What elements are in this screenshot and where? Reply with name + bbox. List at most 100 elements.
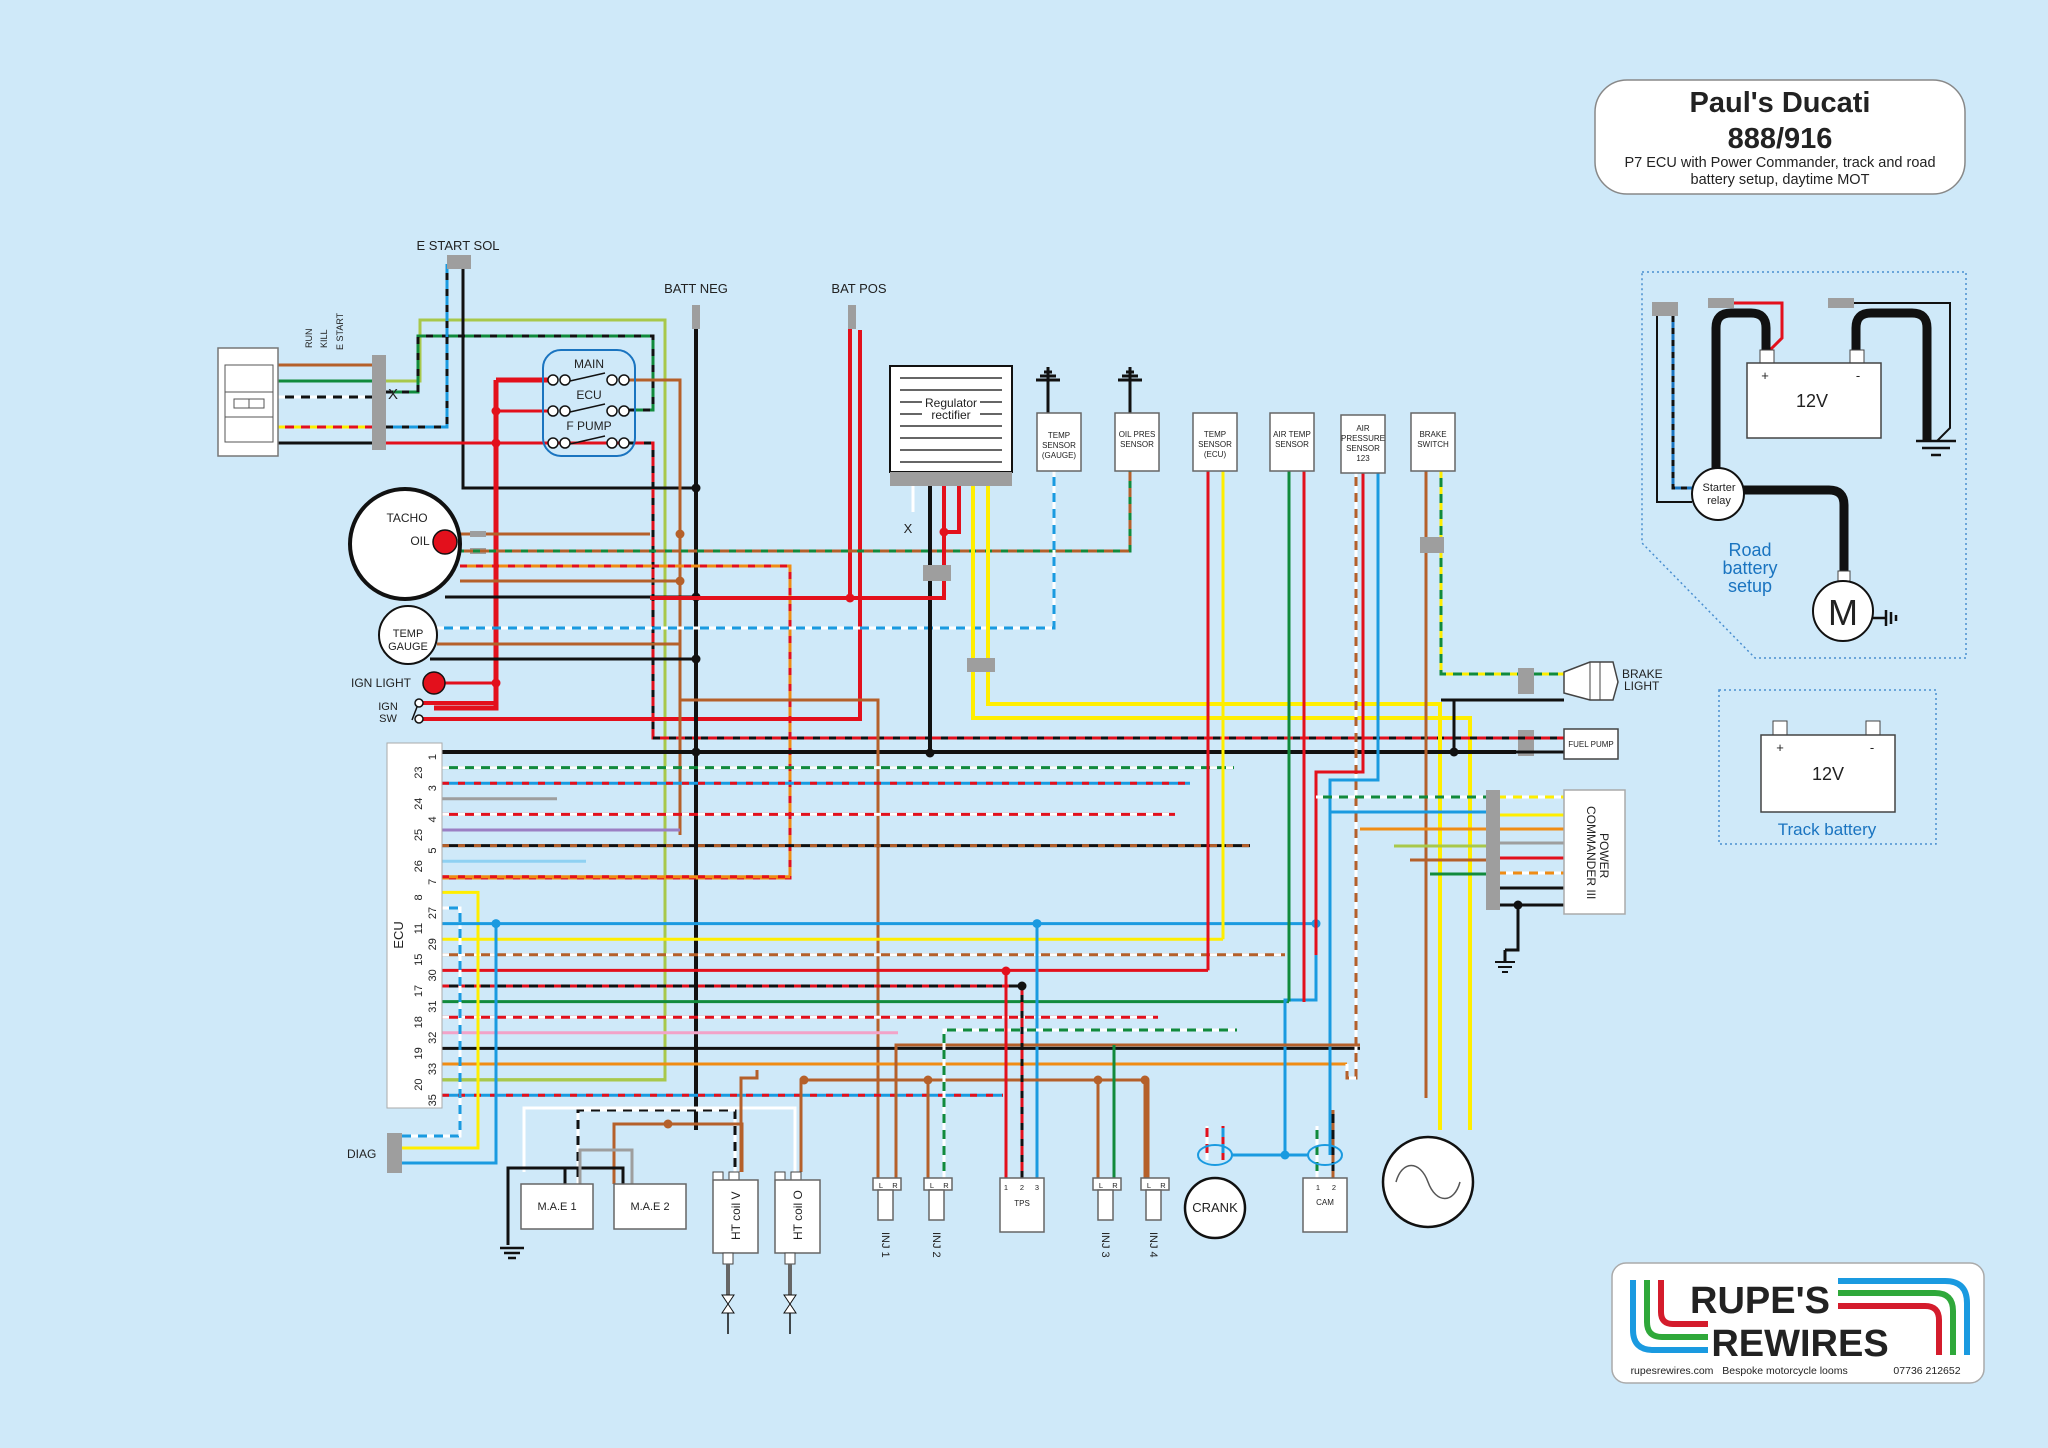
relay-contact-icon <box>618 405 630 417</box>
wire <box>437 471 1056 630</box>
diag-label: DIAG <box>347 1147 376 1161</box>
ht-coil-v: HT coil V <box>712 1171 759 1334</box>
battery-voltage: 12V <box>1796 391 1828 411</box>
ecu-pin-label: 27 <box>427 907 439 919</box>
fuel-pump: FUEL PUMP <box>1563 728 1619 760</box>
logo-tagline: Bespoke motorcycle looms <box>1722 1365 1847 1377</box>
connector-block <box>692 305 700 329</box>
wire <box>423 330 862 721</box>
label-kill: KILL <box>319 329 329 348</box>
connector-block <box>848 305 856 329</box>
relay-contact-icon <box>618 374 630 386</box>
wire <box>739 1070 759 1172</box>
regulator-label-1: Regulator <box>925 396 977 410</box>
connector-block <box>1486 790 1500 910</box>
ecu-pin-label: 32 <box>427 1032 439 1044</box>
battery-voltage: 12V <box>1812 764 1844 784</box>
wire <box>402 923 498 1165</box>
relay-contact-icon <box>618 437 630 449</box>
ecu-pin-label: 35 <box>427 1094 439 1106</box>
tps-pin: 2 <box>1020 1183 1024 1192</box>
junction-dot <box>491 438 501 448</box>
diag-connector <box>387 1133 402 1173</box>
mae-1: M.A.E 1 <box>520 1183 594 1230</box>
sensor-label: SENSOR <box>1346 444 1380 453</box>
fuel-pump-label: FUEL PUMP <box>1568 740 1614 749</box>
road-battery-label: setup <box>1728 576 1772 596</box>
relay-box: MAIN ECU F PUMP <box>542 349 636 457</box>
title-box: Paul's Ducati 888/916 P7 ECU with Power … <box>1594 79 1966 195</box>
starter-relay-label: Starter <box>1702 482 1735 494</box>
ground-icon <box>1118 367 1142 382</box>
crank-label: CRANK <box>1192 1200 1238 1215</box>
junction-dot <box>1513 900 1523 910</box>
oil-label: OIL <box>410 534 430 548</box>
temp-sensor-gauge: TEMP SENSOR (GAUGE) <box>1036 367 1082 472</box>
ecu-pin-label: 11 <box>413 923 425 934</box>
sensor-label: SENSOR <box>1120 440 1154 449</box>
cam-pin: 2 <box>1332 1183 1336 1192</box>
battery-plus: + <box>1761 368 1769 383</box>
road-battery-setup: + - 12V Starter relay M Road battery set… <box>1641 271 1967 659</box>
starter-relay-icon <box>1691 467 1745 521</box>
wire <box>1328 471 1380 1155</box>
ground-icon <box>1036 367 1060 382</box>
wire <box>457 471 1132 553</box>
sensor-label: PRESSURE <box>1341 434 1385 443</box>
oil-warning-light-icon <box>432 529 458 555</box>
components-layer: Paul's Ducati 888/916 P7 ECU with Power … <box>217 79 1985 1384</box>
ecu-pin-label: 8 <box>413 894 425 900</box>
battery-icon: + - 12V <box>1746 349 1882 439</box>
sensor-label: TEMP <box>1048 431 1070 440</box>
starter-motor-icon <box>1812 580 1874 642</box>
junction-dot <box>691 654 701 664</box>
air-temp-sensor: AIR TEMP SENSOR <box>1269 412 1315 472</box>
sensor-label: AIR TEMP <box>1273 430 1311 439</box>
wire <box>576 1108 737 1184</box>
bat-pos-label: BAT POS <box>831 281 886 296</box>
batt-neg-label: BATT NEG <box>664 281 728 296</box>
mae-2: M.A.E 2 <box>613 1183 687 1230</box>
logo-line2: REWIRES <box>1711 1323 1888 1365</box>
ign-sw-label-1: IGN <box>378 701 398 713</box>
ecu-pin-label: 19 <box>413 1047 425 1059</box>
logo-website: rupesrewires.com <box>1631 1365 1714 1377</box>
wire <box>578 1148 634 1184</box>
temp-sensor-ecu: TEMP SENSOR (ECU) <box>1192 412 1238 472</box>
battery-minus: - <box>1870 740 1874 755</box>
junction-dot <box>491 919 501 929</box>
logo-phone: 07736 212652 <box>1893 1365 1960 1377</box>
junction-dot <box>1280 1150 1290 1160</box>
wire <box>1439 471 1564 676</box>
battery-minus: - <box>1856 368 1860 383</box>
ecu-pin-label: 1 <box>427 754 439 760</box>
ht-coil-v-label: HT coil V <box>729 1192 743 1240</box>
junction-dot <box>675 576 685 586</box>
e-start-sol-label: E START SOL <box>416 238 499 253</box>
wire <box>799 1078 1147 1178</box>
x-marker-left: X <box>388 386 398 403</box>
connector-block <box>372 355 386 450</box>
injector-label: INJ 3 <box>1099 1232 1111 1258</box>
wire <box>1345 471 1358 1080</box>
track-battery-setup: + - 12V Track battery <box>1718 689 1937 845</box>
road-battery-label: Road <box>1728 540 1771 560</box>
ecu-pin-label: 26 <box>413 860 425 872</box>
connector-block <box>923 565 951 581</box>
relay-contact-icon <box>606 437 618 449</box>
ecu-pin-label: 3 <box>427 785 439 791</box>
ecu-pin-label: 5 <box>427 848 439 854</box>
junction-dot <box>691 483 701 493</box>
sensor-label: TEMP <box>1204 430 1226 439</box>
cam-sensor: 1 2 CAM <box>1302 1177 1348 1233</box>
tacho-label: TACHO <box>386 511 427 525</box>
road-battery-label: battery <box>1722 558 1777 578</box>
sensor-label: (GAUGE) <box>1042 451 1077 460</box>
inj-pin: R <box>892 1181 898 1190</box>
handlebar-switch: RUN KILL E START <box>217 312 345 457</box>
rupes-rewires-logo: RUPE'S REWIRES rupesrewires.com Bespoke … <box>1611 1262 1985 1384</box>
injector-label: INJ 1 <box>879 1232 891 1258</box>
